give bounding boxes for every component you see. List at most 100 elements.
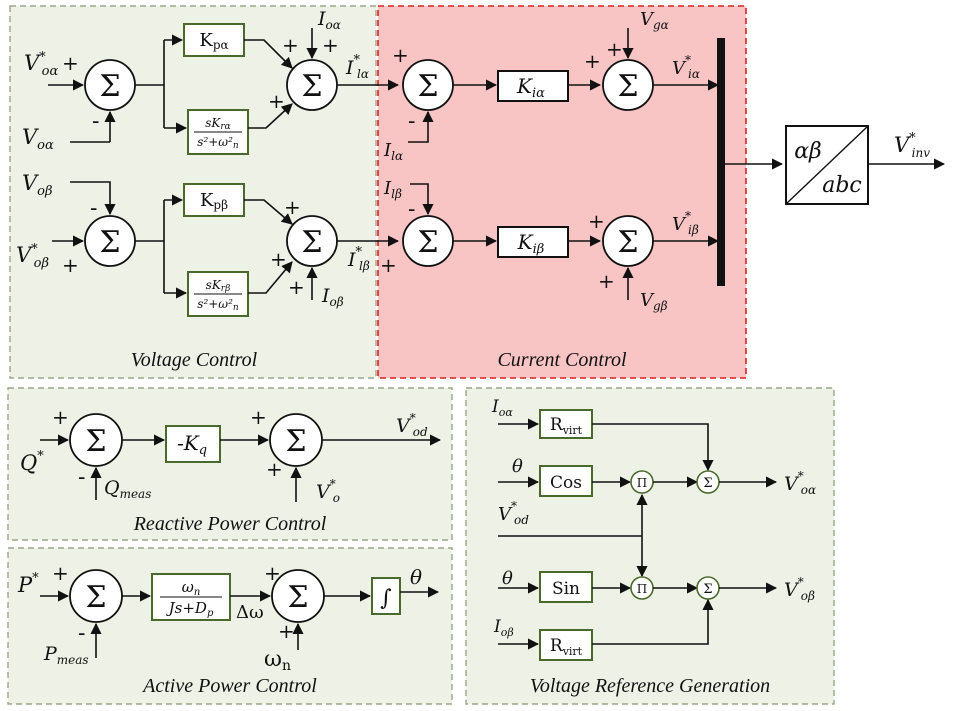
active-power-title: Active Power Control	[141, 675, 317, 697]
plus-sign: +	[270, 247, 287, 271]
v-ga-label: Vgα	[640, 9, 669, 32]
plus-sign: +	[52, 561, 69, 585]
plus-sign: +	[288, 275, 305, 299]
p-ref-label: P*	[17, 571, 39, 597]
sum-symbol: Σ	[617, 69, 638, 104]
i-oa-label: Ioα	[317, 8, 341, 32]
pr-beta-num: sKrβ	[206, 278, 231, 294]
sum-symbol: Σ	[85, 424, 106, 459]
plus-sign: +	[52, 405, 69, 429]
plus-sign: +	[282, 33, 299, 57]
ki-beta-block	[497, 226, 569, 258]
cos-block	[539, 465, 593, 497]
droop-den: Js+Dp	[166, 599, 214, 619]
voltage-control-title: Voltage Control	[131, 349, 258, 371]
kq-block	[165, 425, 221, 463]
rvirt-beta-block	[539, 629, 593, 661]
plus-sign: +	[266, 457, 283, 481]
voltage-reference-title: Voltage Reference Generation	[530, 675, 770, 697]
integral-symbol: ∫	[380, 586, 392, 611]
current-control-title: Current Control	[497, 349, 627, 371]
plus-sign: +	[598, 269, 615, 293]
kp-beta-block	[183, 183, 245, 217]
ki-beta-label: Kiβ	[517, 230, 545, 257]
sum-symbol: Σ	[417, 225, 438, 260]
i-ob-ref-gen-label: Ioβ	[493, 617, 514, 639]
omega-n-label: ωn	[264, 647, 291, 674]
i-la-ref-label: I*lα	[345, 53, 369, 81]
ki-alpha-block	[497, 70, 569, 102]
minus-sign: -	[90, 196, 97, 221]
rvirt-alpha-label: Rvirt	[550, 415, 583, 437]
theta-cos-label: θ	[512, 456, 523, 477]
plus-sign: +	[322, 33, 339, 57]
plus-sign: +	[62, 51, 79, 75]
v-od-ref-label: V*od	[396, 411, 428, 439]
v-inv-ref-label: V*inv	[894, 131, 930, 160]
sum-symbol: Σ	[99, 69, 120, 104]
p-meas-label: Pmeas	[43, 643, 89, 667]
sum-symbol: Σ	[617, 225, 638, 260]
abc-label: abc	[822, 173, 862, 198]
signal-bus-bar	[717, 38, 725, 286]
sum-symbol: Σ	[417, 69, 438, 104]
voltage-reference-panel	[465, 387, 835, 705]
v-ob-ref-label: V*oβ	[16, 242, 49, 271]
sum-symbol: Σ	[85, 580, 106, 615]
q-meas-label: Qmeas	[104, 477, 151, 501]
plus-sign: +	[278, 619, 295, 643]
sin-label: Sin	[552, 579, 580, 599]
plus-sign: +	[606, 37, 623, 61]
v-gb-label: Vgβ	[640, 290, 668, 313]
q-ref-label: Q*	[20, 449, 44, 475]
kp-alpha-label: Kpα	[199, 30, 228, 52]
pr-alpha-num: sKrα	[205, 116, 231, 132]
cos-label: Cos	[550, 473, 582, 493]
kp-beta-label: Kpβ	[200, 190, 228, 212]
v-ib-ref-label: V*iβ	[672, 209, 699, 237]
sum-symbol: Σ	[301, 225, 322, 260]
kq-label: -Kq	[177, 431, 207, 458]
plus-sign: +	[584, 49, 601, 73]
rvirt-alpha-block	[539, 409, 593, 439]
product-symbol: Π	[637, 582, 647, 596]
i-ob-label: Ioβ	[321, 285, 344, 309]
delta-omega-label: Δω	[236, 602, 264, 623]
plus-sign: +	[250, 405, 267, 429]
plus-sign: +	[284, 195, 301, 219]
reactive-power-title: Reactive Power Control	[133, 513, 327, 535]
v-ob-ref-out-label: V*oβ	[784, 575, 815, 603]
sum-symbol: Σ	[703, 582, 712, 597]
plus-sign: +	[392, 43, 409, 67]
minus-sign: -	[78, 621, 85, 646]
i-la-label: Ilα	[383, 140, 403, 163]
sum-symbol: Σ	[285, 424, 306, 459]
theta-sin-label: θ	[502, 568, 513, 589]
reactive-power-panel	[7, 387, 453, 541]
plus-sign: +	[62, 253, 79, 277]
sum-symbol: Σ	[99, 225, 120, 260]
plus-sign: +	[380, 253, 397, 277]
v-oa-ref-label: V*oα	[24, 50, 58, 79]
product-symbol: Π	[637, 476, 647, 490]
sin-block	[539, 571, 593, 603]
sum-symbol: Σ	[703, 476, 712, 491]
plus-sign: +	[268, 89, 285, 113]
plus-sign: +	[588, 209, 605, 233]
pr-beta-den: s²+ω²n	[197, 297, 239, 313]
minus-sign: -	[92, 109, 99, 134]
v-o-ref-label: V*o	[316, 477, 340, 505]
minus-sign: -	[78, 465, 85, 490]
v-ia-ref-label: V*iα	[672, 53, 700, 81]
ki-alpha-label: Kiα	[516, 74, 545, 101]
v-od-ref-gen-label: V*od	[498, 499, 529, 527]
theta-output-label: θ	[410, 565, 422, 589]
plus-sign: +	[264, 561, 281, 585]
v-ob-label: Voβ	[22, 171, 53, 199]
minus-sign: -	[408, 197, 415, 222]
droop-num: ωn	[182, 578, 201, 598]
pr-alpha-den: s²+ω²n	[197, 135, 239, 151]
v-oa-label: Voα	[22, 125, 54, 153]
i-lb-ref-label: I*lβ	[347, 245, 370, 273]
